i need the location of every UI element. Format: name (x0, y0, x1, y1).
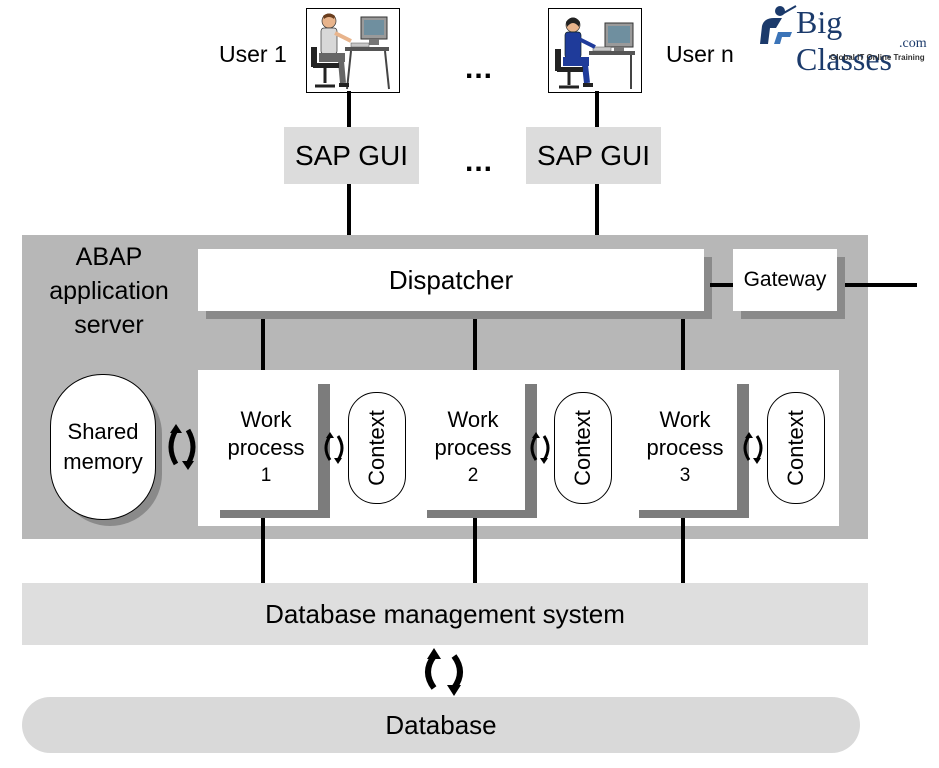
wp-label-line: Work (447, 407, 499, 432)
connector-user1-gui (347, 91, 351, 127)
context-label: Context (570, 410, 596, 486)
wp-label-line: Work (659, 407, 711, 432)
work-process-2: Work process 2 (421, 376, 525, 510)
wp-number: 1 (260, 465, 272, 486)
users-ellipsis: ... (465, 52, 494, 85)
context-2: Context (554, 392, 612, 504)
server-label: ABAP application server (44, 240, 174, 342)
database-box: Database (22, 697, 860, 753)
bigclasses-logo-icon (760, 5, 797, 44)
exchange-arrows-icon (425, 648, 463, 696)
database-label: Database (385, 709, 497, 740)
server-label-line: ABAP (75, 243, 143, 271)
exchange-arrows-icon (530, 432, 550, 464)
user-1-figure (306, 8, 400, 93)
sap-gui-box-n: SAP GUI (526, 127, 661, 184)
wp-label-line: process (227, 435, 305, 460)
user-at-desk-icon (555, 17, 635, 89)
gateway-label: Gateway (743, 268, 827, 291)
server-label-line: application (49, 277, 169, 305)
exchange-arrows-icon (324, 432, 344, 464)
gateway-box: Gateway (733, 249, 837, 311)
connector-dispatcher-wp2 (473, 319, 477, 384)
connector-usern-gui (595, 91, 599, 127)
sap-gui-box-1: SAP GUI (284, 127, 419, 184)
wp-number: 3 (679, 465, 691, 486)
connector-dispatcher-wp3 (681, 319, 685, 384)
server-label-line: server (74, 311, 144, 339)
connector-gateway-external (845, 283, 917, 287)
gui-ellipsis: ... (465, 145, 494, 178)
logo-tagline: Global IT Online Training (830, 53, 925, 62)
connector-dispatcher-gateway (710, 283, 733, 287)
wp-label-line: process (434, 435, 512, 460)
sap-gui-label: SAP GUI (294, 139, 409, 171)
work-process-1: Work process 1 (214, 376, 318, 510)
wp-label-line: Work (240, 407, 292, 432)
shared-memory-line: memory (63, 449, 143, 474)
connector-gui1-dispatcher (347, 184, 351, 249)
dbms-box: Database management system (22, 583, 868, 645)
user-n-label: User n (666, 41, 734, 67)
exchange-arrows-icon (168, 424, 196, 470)
user-at-desk-icon (311, 13, 390, 90)
dispatcher-label: Dispatcher (388, 264, 514, 295)
sap-gui-label: SAP GUI (536, 139, 651, 171)
context-label: Context (364, 410, 390, 486)
logo-domain-text: .com (899, 36, 927, 51)
logo-brand-text: Big Classes (796, 4, 892, 77)
connector-wp1-dbms (261, 518, 265, 583)
shared-memory-line: Shared (67, 419, 139, 444)
bigclasses-logo: Big Classes .com Global IT Online Traini… (752, 2, 936, 77)
connector-wp3-dbms (681, 518, 685, 583)
connector-wp2-dbms (473, 518, 477, 583)
connector-dispatcher-wp1 (261, 319, 265, 384)
exchange-arrows-icon (743, 432, 763, 464)
wp-label-line: process (646, 435, 724, 460)
wp-number: 2 (467, 465, 479, 486)
context-3: Context (767, 392, 825, 504)
dbms-label: Database management system (265, 598, 625, 629)
dispatcher-box: Dispatcher (198, 249, 704, 311)
user-n-figure (548, 8, 642, 93)
user-1-label: User 1 (219, 41, 287, 67)
context-1: Context (348, 392, 406, 504)
shared-memory: Shared memory (50, 374, 156, 520)
connector-guin-dispatcher (595, 184, 599, 249)
context-label: Context (783, 410, 809, 486)
work-process-3: Work process 3 (633, 376, 737, 510)
